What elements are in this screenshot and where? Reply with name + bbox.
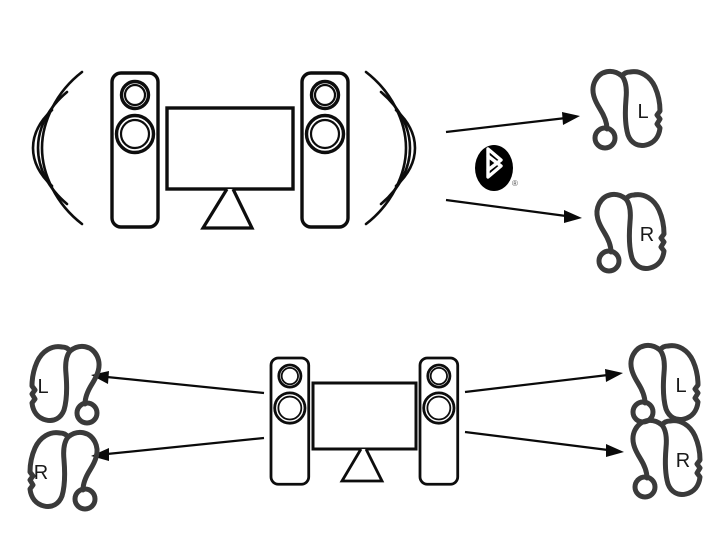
speaker-left: [269, 356, 311, 486]
hearing-aid-label: R: [676, 450, 690, 472]
speaker-left: [110, 71, 160, 229]
television: [311, 381, 418, 483]
hearing-aid-right-upper: L: [631, 345, 698, 422]
speaker-right: [300, 71, 350, 229]
arrow-tv-to-right-upper-aid: [464, 369, 623, 394]
hearing-aid-label: L: [637, 101, 648, 123]
arrow-tv-to-right-lower-aid: [464, 430, 624, 457]
hearing-aid-left-top: L: [593, 71, 660, 148]
television: [165, 106, 295, 230]
speaker-right: [418, 356, 460, 486]
bottom-panel: L R L R: [30, 345, 700, 509]
arrow-tv-to-left-upper-aid: [91, 371, 265, 395]
hearing-aid-right-top: R: [597, 194, 664, 271]
hearing-aid-label: L: [37, 376, 48, 398]
sound-waves-right: [364, 70, 417, 226]
arrow-tv-to-left-lower-aid: [91, 436, 265, 461]
hearing-aid-right-lower: R: [633, 420, 700, 497]
sound-waves-left: [31, 70, 84, 226]
hearing-aid-label: L: [675, 375, 686, 397]
arrow-bluetooth-to-right-aid: [445, 198, 582, 223]
hearing-aid-label: R: [34, 462, 48, 484]
hearing-aid-label: R: [640, 224, 654, 246]
bluetooth-registered-mark: ®: [512, 179, 518, 188]
bluetooth-icon: ®: [475, 145, 518, 191]
arrow-bluetooth-to-left-aid: [445, 112, 580, 134]
top-panel: ® L R: [31, 70, 664, 271]
